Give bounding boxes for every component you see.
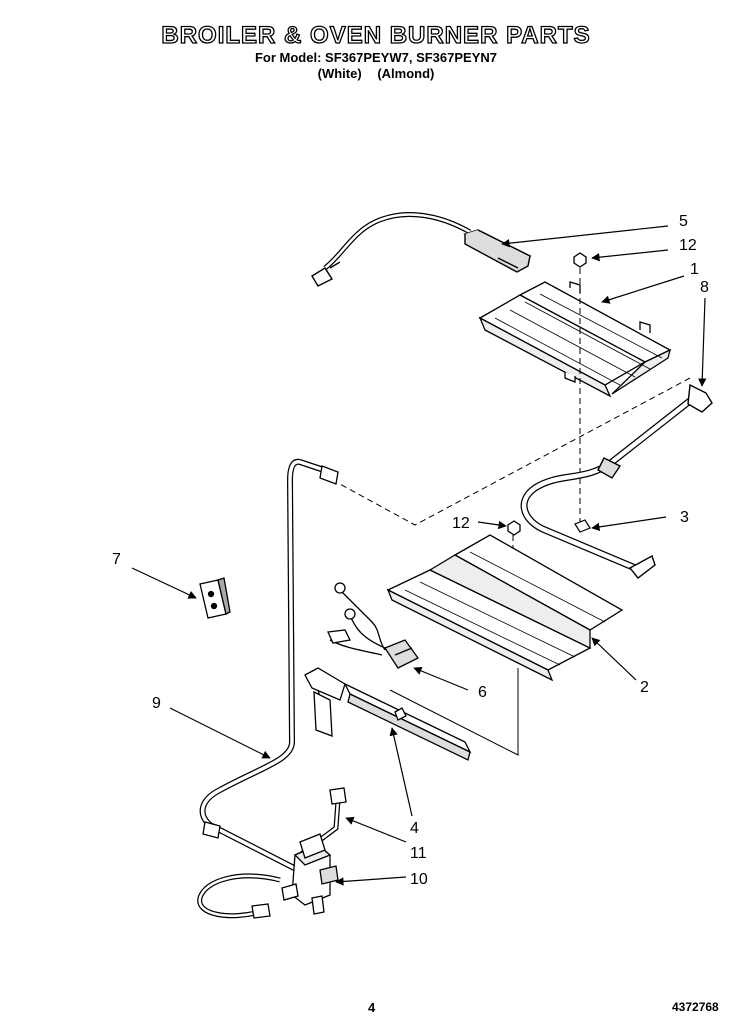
callout-6: 6 [478, 684, 487, 701]
page-title: BROILER & OVEN BURNER PARTS [161, 21, 591, 49]
oven-burner-baffle-part [386, 534, 624, 756]
callout-12-lower: 12 [452, 515, 470, 532]
color-almond-label: (Almond) [377, 66, 435, 81]
callout-11: 11 [410, 845, 427, 862]
callout-5: 5 [679, 213, 688, 230]
clip-part [574, 519, 591, 533]
document-number: 4372768 [672, 1000, 719, 1014]
callout-10: 10 [410, 871, 428, 888]
color-white-label: (White) [317, 66, 362, 81]
gas-tube-part [199, 458, 339, 873]
callout-1: 1 [690, 261, 699, 278]
callout-9: 9 [152, 695, 161, 712]
callout-12-top: 12 [679, 237, 697, 254]
callout-3: 3 [680, 509, 689, 526]
page-number: 4 [368, 1000, 376, 1015]
gas-valve-part [281, 833, 339, 915]
oven-igniter-part [327, 582, 419, 669]
callout-7: 7 [112, 551, 121, 568]
screw-part-top [573, 252, 587, 268]
callout-4: 4 [410, 820, 419, 837]
callout-2: 2 [640, 679, 649, 696]
broiler-igniter-part [311, 212, 532, 287]
broiler-burner-part [478, 281, 672, 398]
color-line: (White) (Almond) [0, 66, 752, 81]
oven-burner-part [304, 667, 472, 761]
screw-part-lower [507, 520, 521, 536]
broiler-burner-tube-part [520, 383, 713, 579]
model-line: For Model: SF367PEYW7, SF367PEYN7 [254, 50, 498, 65]
oven-sensor-part [199, 577, 231, 619]
leader-lines [131, 225, 707, 886]
callout-8: 8 [700, 279, 709, 296]
